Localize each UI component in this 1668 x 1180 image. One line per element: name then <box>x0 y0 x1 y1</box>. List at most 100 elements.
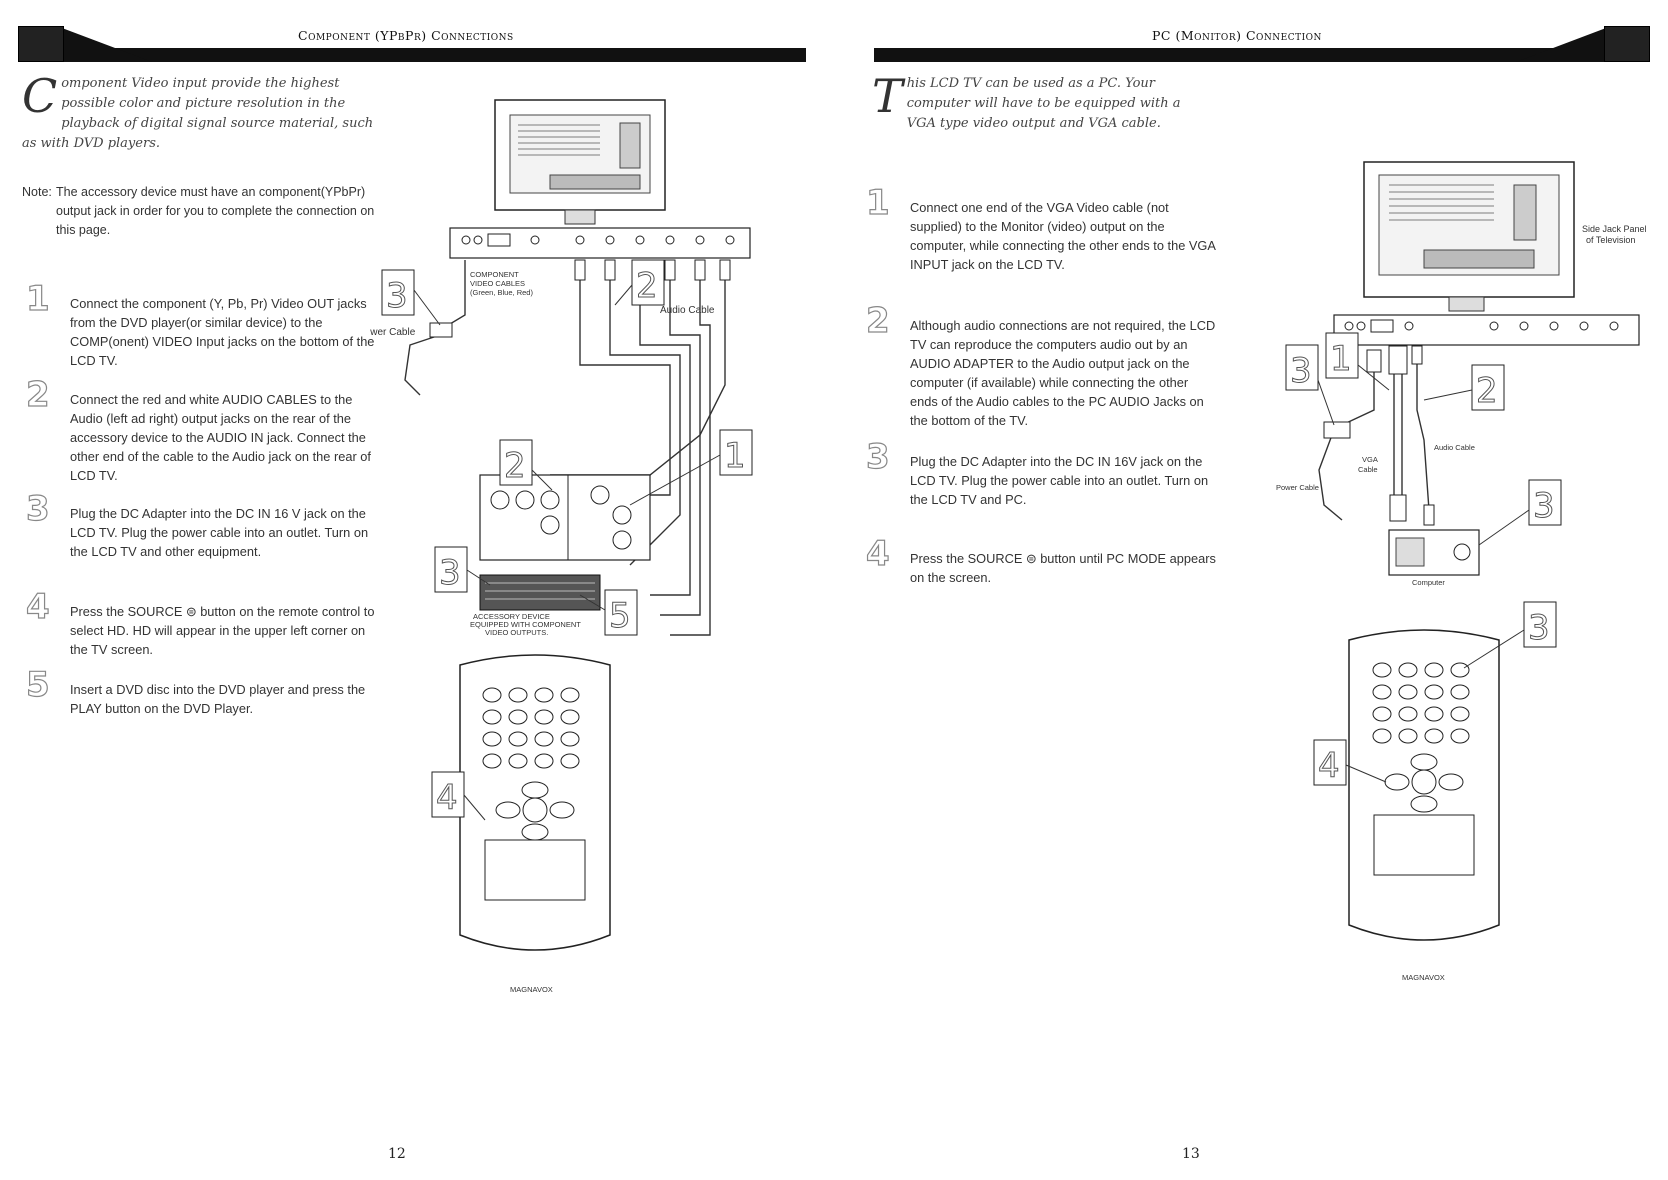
page-number: 12 <box>388 1146 406 1162</box>
svg-text:3: 3 <box>1528 608 1550 648</box>
svg-text:3: 3 <box>439 553 461 593</box>
svg-text:3: 3 <box>386 276 408 316</box>
svg-text:3: 3 <box>1290 351 1312 391</box>
svg-text:3: 3 <box>1533 486 1555 526</box>
callout-2-dvd: 2 <box>499 439 533 487</box>
step-text: Connect one end of the VGA Video cable (… <box>910 200 1216 272</box>
svg-text:2: 2 <box>636 266 658 306</box>
svg-text:4: 4 <box>436 778 458 818</box>
step-number: 3 <box>865 437 890 477</box>
step-text: Press the SOURCE ⊜ button until PC MODE … <box>910 551 1216 585</box>
intro-text: his LCD TV can be used as a PC. Your com… <box>906 76 1181 131</box>
remote-control-illustration <box>1348 629 1500 941</box>
step-text: Connect the red and white AUDIO CABLES t… <box>70 392 371 483</box>
callout-3-remote: 3 <box>1523 601 1557 649</box>
svg-text:2: 2 <box>504 446 526 486</box>
dropcap: C <box>22 69 58 123</box>
side-jack-label: of Television <box>1586 235 1635 245</box>
header-logo-icon <box>1604 26 1650 62</box>
step-number: 3 <box>25 489 50 529</box>
intro-paragraph: T his LCD TV can be used as a PC. Your c… <box>872 69 1212 134</box>
note-label: Note: <box>22 185 52 199</box>
left-step-2: 2 Connect the red and white AUDIO CABLES… <box>25 377 386 485</box>
left-step-1: 1 Connect the component (Y, Pb, Pr) Vide… <box>25 281 386 370</box>
audio-cable-label: Audio Cable <box>1434 443 1475 452</box>
right-header: PC (Monitor) Connection <box>874 26 1650 62</box>
note-text: The accessory device must have an compon… <box>56 185 375 237</box>
right-step-4: 4 Press the SOURCE ⊜ button until PC MOD… <box>865 536 1216 587</box>
component-cables-label: COMPONENT <box>470 270 519 279</box>
accessory-label: EQUIPPED WITH COMPONENT <box>470 620 581 629</box>
vga-cable-label: Cable <box>1358 465 1378 474</box>
svg-text:5: 5 <box>609 596 631 636</box>
header-bar <box>874 48 1650 62</box>
audio-cable-label: Audio Cable <box>660 305 715 316</box>
svg-text:1: 1 <box>724 436 746 476</box>
header-bar <box>18 48 806 62</box>
svg-text:1: 1 <box>1330 339 1352 379</box>
right-step-2: 2 Although audio connections are not req… <box>865 303 1216 430</box>
step-text: Press the SOURCE ⊜ button on the remote … <box>70 604 375 657</box>
note: Note: The accessory device must have an … <box>22 183 382 240</box>
left-step-5: 5 Insert a DVD disc into the DVD player … <box>25 667 386 718</box>
step-text: Connect the component (Y, Pb, Pr) Video … <box>70 296 375 368</box>
callout-4-source: 4 <box>1313 739 1347 787</box>
jack-panel <box>449 227 751 259</box>
intro-paragraph: C omponent Video input provide the highe… <box>22 69 382 154</box>
callout-5-play: 5 <box>604 589 638 637</box>
callout-3-power: 3 <box>1285 344 1319 392</box>
remote-brand: MAGNAVOX <box>510 985 553 994</box>
step-text: Plug the DC Adapter into the DC IN 16 V … <box>70 506 369 559</box>
callout-3-power: 3 <box>381 269 415 317</box>
side-jack-label: Side Jack Panel <box>1582 224 1647 234</box>
callout-1-component: 1 <box>719 429 753 477</box>
power-cable-label: Power Cable <box>1276 483 1319 492</box>
vga-cable-label: VGA <box>1362 455 1378 464</box>
intro-text: omponent Video input provide the highest… <box>22 76 374 151</box>
header-logo-icon <box>18 26 64 62</box>
callout-1-vga: 1 <box>1325 332 1359 380</box>
accessory-label: VIDEO OUTPUTS. <box>485 628 548 637</box>
callout-3-device: 3 <box>434 546 468 594</box>
pc-connection-diagram: Side Jack Panel of Television <box>1276 161 1647 982</box>
left-step-3: 3 Plug the DC Adapter into the DC IN 16 … <box>25 491 386 561</box>
callout-4-source: 4 <box>431 771 465 819</box>
header-wedge <box>1516 28 1606 62</box>
callout-3-computer: 3 <box>1528 479 1562 527</box>
header-title: Component (YPbPr) Connections <box>298 28 514 43</box>
computer-illustration <box>1388 529 1480 576</box>
left-header: Component (YPbPr) Connections <box>18 26 806 62</box>
right-step-3: 3 Plug the DC Adapter into the DC IN 16V… <box>865 439 1216 509</box>
svg-text:4: 4 <box>1318 746 1340 786</box>
tv-rear-illustration <box>494 99 666 225</box>
step-number: 2 <box>25 375 50 415</box>
svg-text:2: 2 <box>1476 371 1498 411</box>
dvd-rear-panel <box>479 474 651 561</box>
callout-2-audio: 2 <box>631 259 665 307</box>
step-number: 1 <box>25 279 50 319</box>
step-number: 2 <box>865 301 890 341</box>
component-connection-diagram: COMPONENT VIDEO CABLES (Green, Blue, Red… <box>370 99 753 994</box>
step-number: 4 <box>865 534 890 574</box>
plugs <box>1323 345 1435 526</box>
remote-control-illustration <box>459 654 611 951</box>
step-text: Plug the DC Adapter into the DC IN 16V j… <box>910 454 1209 507</box>
step-number: 4 <box>25 587 50 627</box>
page-left: Component (YPbPr) Connections C omponent… <box>18 26 806 1162</box>
right-step-1: 1 Connect one end of the VGA Video cable… <box>865 185 1216 274</box>
page-number: 13 <box>1182 1146 1200 1162</box>
callout-2-audio: 2 <box>1471 364 1505 412</box>
accessory-device <box>479 574 601 611</box>
header-title: PC (Monitor) Connection <box>1152 28 1322 43</box>
left-step-4: 4 Press the SOURCE ⊜ button on the remot… <box>25 589 386 659</box>
dropcap: T <box>872 69 903 123</box>
step-text: Although audio connections are not requi… <box>910 318 1216 428</box>
step-text: Insert a DVD disc into the DVD player an… <box>70 682 366 716</box>
component-cables-label: VIDEO CABLES <box>470 279 525 288</box>
step-number: 1 <box>865 183 890 223</box>
tv-rear-illustration <box>1363 161 1575 312</box>
remote-brand: MAGNAVOX <box>1402 973 1445 982</box>
step-number: 5 <box>25 665 50 705</box>
component-cables-label: (Green, Blue, Red) <box>470 288 533 297</box>
page-right: PC (Monitor) Connection T his LCD TV can… <box>834 0 1668 1180</box>
